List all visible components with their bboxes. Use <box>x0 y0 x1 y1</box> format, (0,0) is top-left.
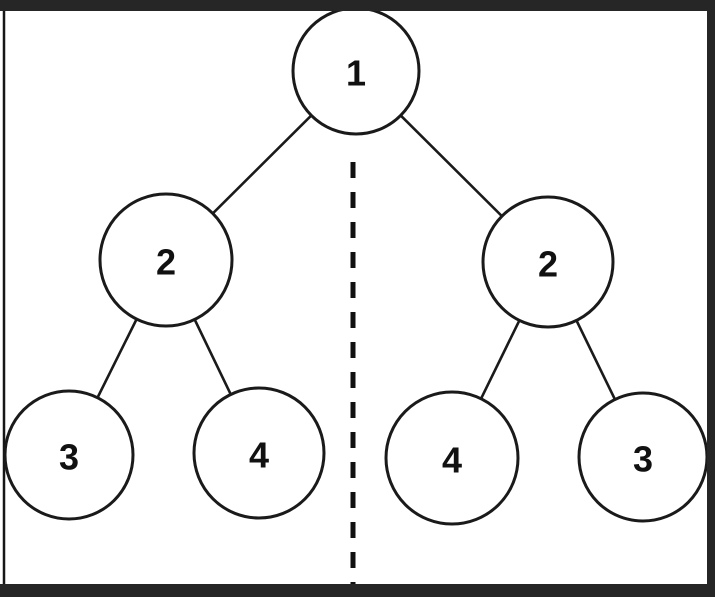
node-right-child-label: 2 <box>538 244 558 285</box>
node-right-left-leaf-circle <box>384 390 520 526</box>
node-left-right-leaf-circle <box>192 386 326 520</box>
node-right-child-circle <box>481 195 615 329</box>
node-root: 1 <box>291 6 421 136</box>
node-right-left-leaf: 4 <box>384 390 520 526</box>
node-left-right-leaf-label: 4 <box>249 435 269 476</box>
node-left-child: 2 <box>98 192 234 328</box>
node-left-left-leaf-circle <box>3 389 135 521</box>
node-right-right-leaf: 3 <box>577 391 709 523</box>
node-right-left-leaf-label: 4 <box>442 440 462 481</box>
frame-top-strip <box>0 0 715 11</box>
node-left-left-leaf-label: 3 <box>59 437 79 478</box>
node-left-child-circle <box>98 192 234 328</box>
node-root-label: 1 <box>346 53 366 94</box>
node-right-child: 2 <box>481 195 615 329</box>
node-right-right-leaf-label: 3 <box>633 439 653 480</box>
node-left-right-leaf: 4 <box>192 386 326 520</box>
frame-bottom-strip <box>0 584 715 597</box>
node-left-child-label: 2 <box>156 242 176 283</box>
frame-right-strip <box>707 0 715 597</box>
node-left-left-leaf: 3 <box>3 389 135 521</box>
tree-nodes: 1 2 2 3 4 4 <box>3 6 709 526</box>
